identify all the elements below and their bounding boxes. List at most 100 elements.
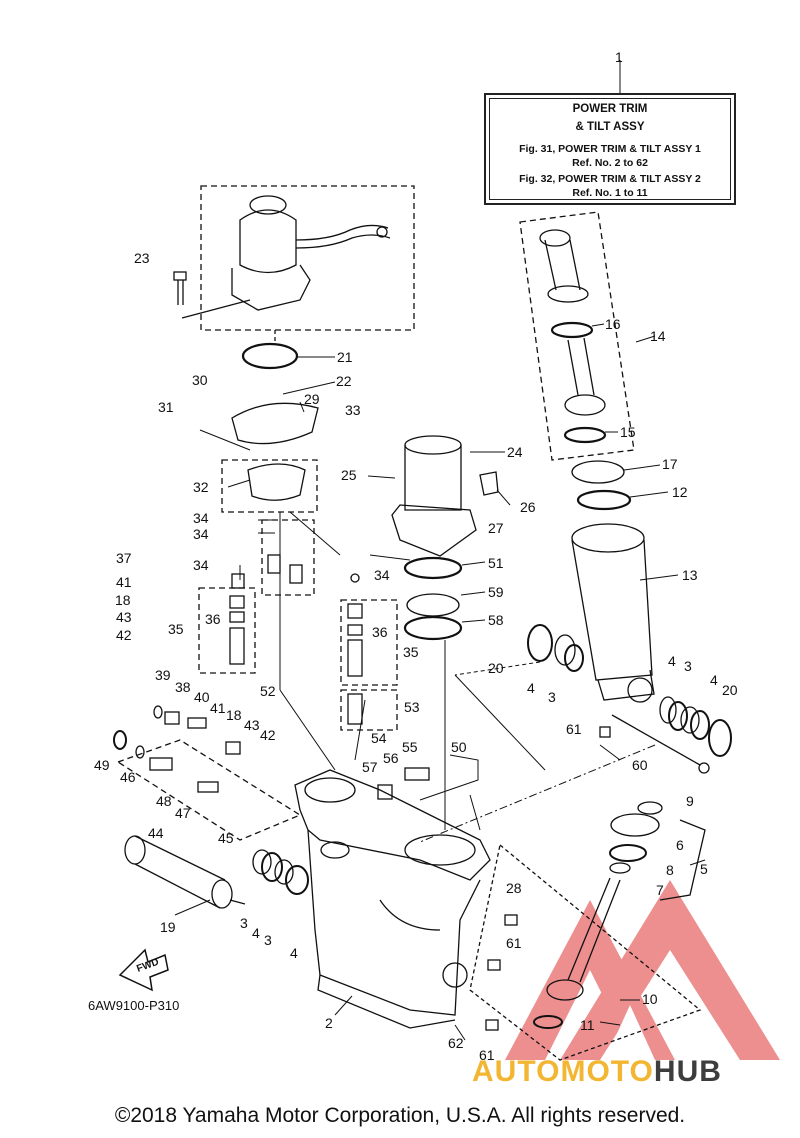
- plate-32: [247, 463, 306, 501]
- callout-29: 29: [304, 391, 320, 407]
- callout-54: 54: [371, 730, 387, 746]
- callout-labels: 1 2 3 3 3 3 4 4 4 4 4 5 6 7 8 9 10 11 12…: [94, 49, 738, 1063]
- diagram-code: 6AW9100-P310: [88, 998, 180, 1013]
- callout-55: 55: [402, 739, 418, 755]
- callout-26: 26: [520, 499, 536, 515]
- callout-41b: 41: [210, 700, 226, 716]
- ref-fig32: Fig. 32, POWER TRIM & TILT ASSY 2: [519, 173, 701, 185]
- callout-3c: 3: [240, 915, 248, 931]
- o-ring-21: [241, 342, 299, 370]
- callout-4: 4: [527, 680, 535, 696]
- callout-48: 48: [156, 793, 172, 809]
- fwd-arrow-icon: FWD: [118, 948, 169, 992]
- callout-41: 41: [116, 574, 132, 590]
- motor-group-box: [200, 185, 415, 331]
- o-ring-51: [403, 556, 463, 580]
- callout-1: 1: [615, 49, 623, 65]
- callout-19: 19: [160, 919, 176, 935]
- ref-title-1: POWER TRIM: [572, 103, 648, 115]
- callout-46: 46: [120, 769, 136, 785]
- ref-title-2: & TILT ASSY: [575, 121, 645, 133]
- callout-3d: 3: [264, 932, 272, 948]
- callout-39: 39: [155, 667, 171, 683]
- callout-3b: 3: [684, 658, 692, 674]
- callout-34c: 34: [193, 557, 209, 573]
- callout-31: 31: [158, 399, 174, 415]
- copyright-text: ©2018 Yamaha Motor Corporation, U.S.A. A…: [114, 1104, 686, 1127]
- callout-40: 40: [194, 689, 210, 705]
- callout-47: 47: [175, 805, 191, 821]
- callout-34d: 34: [374, 567, 390, 583]
- ref-fig31: Fig. 31, POWER TRIM & TILT ASSY 1: [519, 143, 701, 155]
- callout-51: 51: [488, 555, 504, 571]
- callout-42b: 42: [260, 727, 276, 743]
- callout-27: 27: [488, 520, 504, 536]
- callout-22: 22: [336, 373, 352, 389]
- callout-58: 58: [488, 612, 504, 628]
- callout-56: 56: [383, 750, 399, 766]
- callout-23: 23: [134, 250, 150, 266]
- callout-53: 53: [404, 699, 420, 715]
- callout-20b: 20: [722, 682, 738, 698]
- callout-52: 52: [260, 683, 276, 699]
- callout-34b: 34: [193, 526, 209, 542]
- callout-4d: 4: [252, 925, 260, 941]
- callout-61: 61: [566, 721, 582, 737]
- o-ring-58: [403, 615, 463, 641]
- callout-32: 32: [193, 479, 209, 495]
- callout-12: 12: [672, 484, 688, 500]
- tilt-cylinder-13: [571, 523, 655, 703]
- callout-6: 6: [676, 837, 684, 853]
- callout-38: 38: [175, 679, 191, 695]
- callout-2: 2: [325, 1015, 333, 1031]
- tilt-rod-14: [539, 229, 607, 444]
- callout-18b: 18: [226, 707, 242, 723]
- callout-59: 59: [488, 584, 504, 600]
- callout-35: 35: [168, 621, 184, 637]
- callout-4b: 4: [668, 653, 676, 669]
- callout-30: 30: [192, 372, 208, 388]
- callout-3: 3: [548, 689, 556, 705]
- callout-44: 44: [148, 825, 164, 841]
- callout-17: 17: [662, 456, 678, 472]
- callout-4e: 4: [290, 945, 298, 961]
- leader-lines: [174, 60, 706, 1041]
- callout-4c: 4: [710, 672, 718, 688]
- callout-16: 16: [605, 316, 621, 332]
- watermark-text: AUTOMOTOHUB: [472, 1055, 722, 1089]
- cylinder-24: [391, 435, 477, 557]
- callout-7: 7: [656, 882, 664, 898]
- ref-fig31-range: Ref. No. 2 to 62: [572, 157, 648, 169]
- callout-35b: 35: [403, 644, 419, 660]
- callout-33: 33: [345, 402, 361, 418]
- callout-43: 43: [116, 609, 132, 625]
- callout-62: 62: [448, 1035, 464, 1051]
- callout-36: 36: [205, 611, 221, 627]
- callout-13: 13: [682, 567, 698, 583]
- callout-50: 50: [451, 739, 467, 755]
- callout-18: 18: [115, 592, 131, 608]
- watermark-part2: HUB: [653, 1055, 722, 1088]
- rod-19: [124, 835, 246, 909]
- callout-28: 28: [506, 880, 522, 896]
- callout-49: 49: [94, 757, 110, 773]
- callout-11: 11: [580, 1017, 595, 1033]
- callout-20: 20: [488, 660, 504, 676]
- callout-36b: 36: [372, 624, 388, 640]
- callout-37: 37: [116, 550, 132, 566]
- callout-21: 21: [337, 349, 353, 365]
- callout-9: 9: [686, 793, 694, 809]
- o-ring-12: [576, 489, 632, 511]
- callout-42: 42: [116, 627, 132, 643]
- ref-fig32-range: Ref. No. 1 to 11: [572, 187, 648, 199]
- callout-14: 14: [650, 328, 666, 344]
- callout-24: 24: [507, 444, 523, 460]
- callout-61b: 61: [506, 935, 522, 951]
- valve-plate-29: [231, 402, 319, 445]
- callout-60: 60: [632, 757, 648, 773]
- callout-34: 34: [193, 510, 209, 526]
- reference-box: POWER TRIM & TILT ASSY Fig. 31, POWER TR…: [484, 93, 736, 205]
- bolt-23: [173, 271, 187, 305]
